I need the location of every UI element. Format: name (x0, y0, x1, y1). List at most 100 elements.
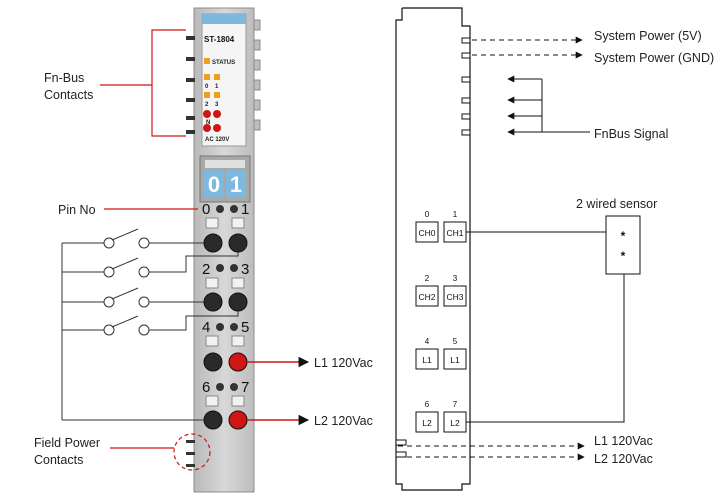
ch-box (415, 221, 439, 243)
side-notch (253, 79, 261, 91)
terminal-block: 0 1 2 3 4 5 6 (202, 201, 249, 430)
terminal-6[interactable] (203, 410, 223, 430)
terminal-0[interactable] (203, 233, 223, 253)
fnbus-label: Contacts (44, 88, 93, 102)
switch-ch0 (62, 228, 204, 249)
schematic: System Power (5V) System Power (GND) FnB… (395, 7, 714, 491)
rotary-switch-tens[interactable] (204, 170, 224, 198)
ch-pin: 3 (453, 274, 458, 283)
ch-label: L2 (450, 418, 460, 428)
fnbus-bracket (151, 29, 186, 137)
led-label: 1 (215, 84, 219, 90)
release-slot (205, 277, 219, 289)
bus-tab (461, 113, 471, 120)
terminal-7[interactable] (228, 410, 248, 430)
terminal-4[interactable] (203, 352, 223, 372)
release-slot (231, 217, 245, 229)
terminal-5[interactable] (228, 352, 248, 372)
pin-dot (230, 205, 238, 213)
ch-label: CH1 (446, 228, 463, 238)
terminal-1[interactable] (228, 233, 248, 253)
n-label: N (206, 120, 210, 126)
pin-number: 0 (202, 201, 210, 218)
field-tab (395, 451, 407, 458)
led-label: 3 (215, 102, 219, 108)
ch-label: L1 (450, 355, 460, 365)
terminal-3[interactable] (228, 292, 248, 312)
field-power-circle (173, 433, 211, 471)
pin-no-label: Pin No (58, 203, 96, 217)
ch-box (415, 411, 439, 433)
pin-number: 5 (241, 319, 249, 336)
bus-tab (461, 97, 471, 104)
ch-pin: 0 (425, 210, 430, 219)
channel-led (214, 74, 220, 80)
power-led (203, 110, 211, 118)
ch-label: L1 (422, 355, 432, 365)
ch-pin: 5 (453, 337, 458, 346)
channel-led (204, 74, 210, 80)
sensor-mark: * (621, 229, 626, 243)
pin-dot (216, 264, 224, 272)
channel-led (204, 92, 210, 98)
field-l2-label: L2 120Vac (594, 452, 653, 466)
pin-dot (230, 383, 238, 391)
module-color-band (202, 14, 246, 24)
release-slot (205, 217, 219, 229)
module-model: ST-1804 (204, 35, 235, 44)
side-notch (253, 99, 261, 111)
l1-label: L1 120Vac (314, 356, 373, 370)
fnbus-callout: Fn-Bus Contacts (44, 29, 186, 137)
side-notch (253, 119, 261, 131)
pin-number: 4 (202, 319, 210, 336)
side-notch (253, 59, 261, 71)
release-slot (231, 335, 245, 347)
sys-power-gnd-label: System Power (GND) (594, 51, 714, 65)
side-notch (253, 19, 261, 31)
fnbus-contact (186, 98, 195, 102)
pin-dot (230, 323, 238, 331)
ch-box (415, 348, 439, 370)
pin-number: 6 (202, 379, 210, 396)
ch-label: L2 (422, 418, 432, 428)
pin-dot (216, 323, 224, 331)
release-slot (205, 395, 219, 407)
power-led (203, 124, 211, 132)
fnbus-signal-label: FnBus Signal (594, 127, 668, 141)
release-slot (231, 395, 245, 407)
fnbus-contact (186, 78, 195, 82)
ch-box (443, 285, 467, 307)
switch-wiring (61, 228, 239, 421)
channel-led (214, 92, 220, 98)
field-power-label: Field Power (34, 436, 100, 450)
fnbus-contact (186, 130, 195, 134)
pin-number: 1 (241, 201, 249, 218)
pin-dot (216, 383, 224, 391)
ch-label: CH3 (446, 292, 463, 302)
ch-pin: 2 (425, 274, 430, 283)
switch-ch1 (62, 252, 239, 278)
switch-ch2 (62, 287, 204, 308)
field-power-label: Contacts (34, 453, 83, 467)
status-label: STATUS (212, 60, 235, 66)
side-notch (253, 39, 261, 51)
l2-label: L2 120Vac (314, 414, 373, 428)
fnbus-contact (186, 116, 195, 120)
bus-tab (461, 37, 471, 44)
field-power-contact (186, 464, 195, 467)
switch-ch3 (62, 311, 239, 336)
pin-number: 2 (202, 261, 210, 278)
bus-tab (461, 76, 471, 83)
rotary-switch-ones[interactable] (226, 170, 246, 198)
sensor-box (605, 215, 641, 275)
rotary-digit: 0 (208, 172, 220, 197)
sensor-mark: * (621, 249, 626, 263)
channel-grid: 0 CH0 1 CH1 2 CH2 3 CH3 4 L1 5 L1 6 L2 7… (415, 210, 467, 433)
field-power-contact (186, 440, 195, 443)
pin-number: 7 (241, 379, 249, 396)
io-module: ST-1804 STATUS 0 1 2 3 N AC 120V 0 1 0 1 (186, 7, 261, 493)
terminal-2[interactable] (203, 292, 223, 312)
pin-dot (230, 264, 238, 272)
